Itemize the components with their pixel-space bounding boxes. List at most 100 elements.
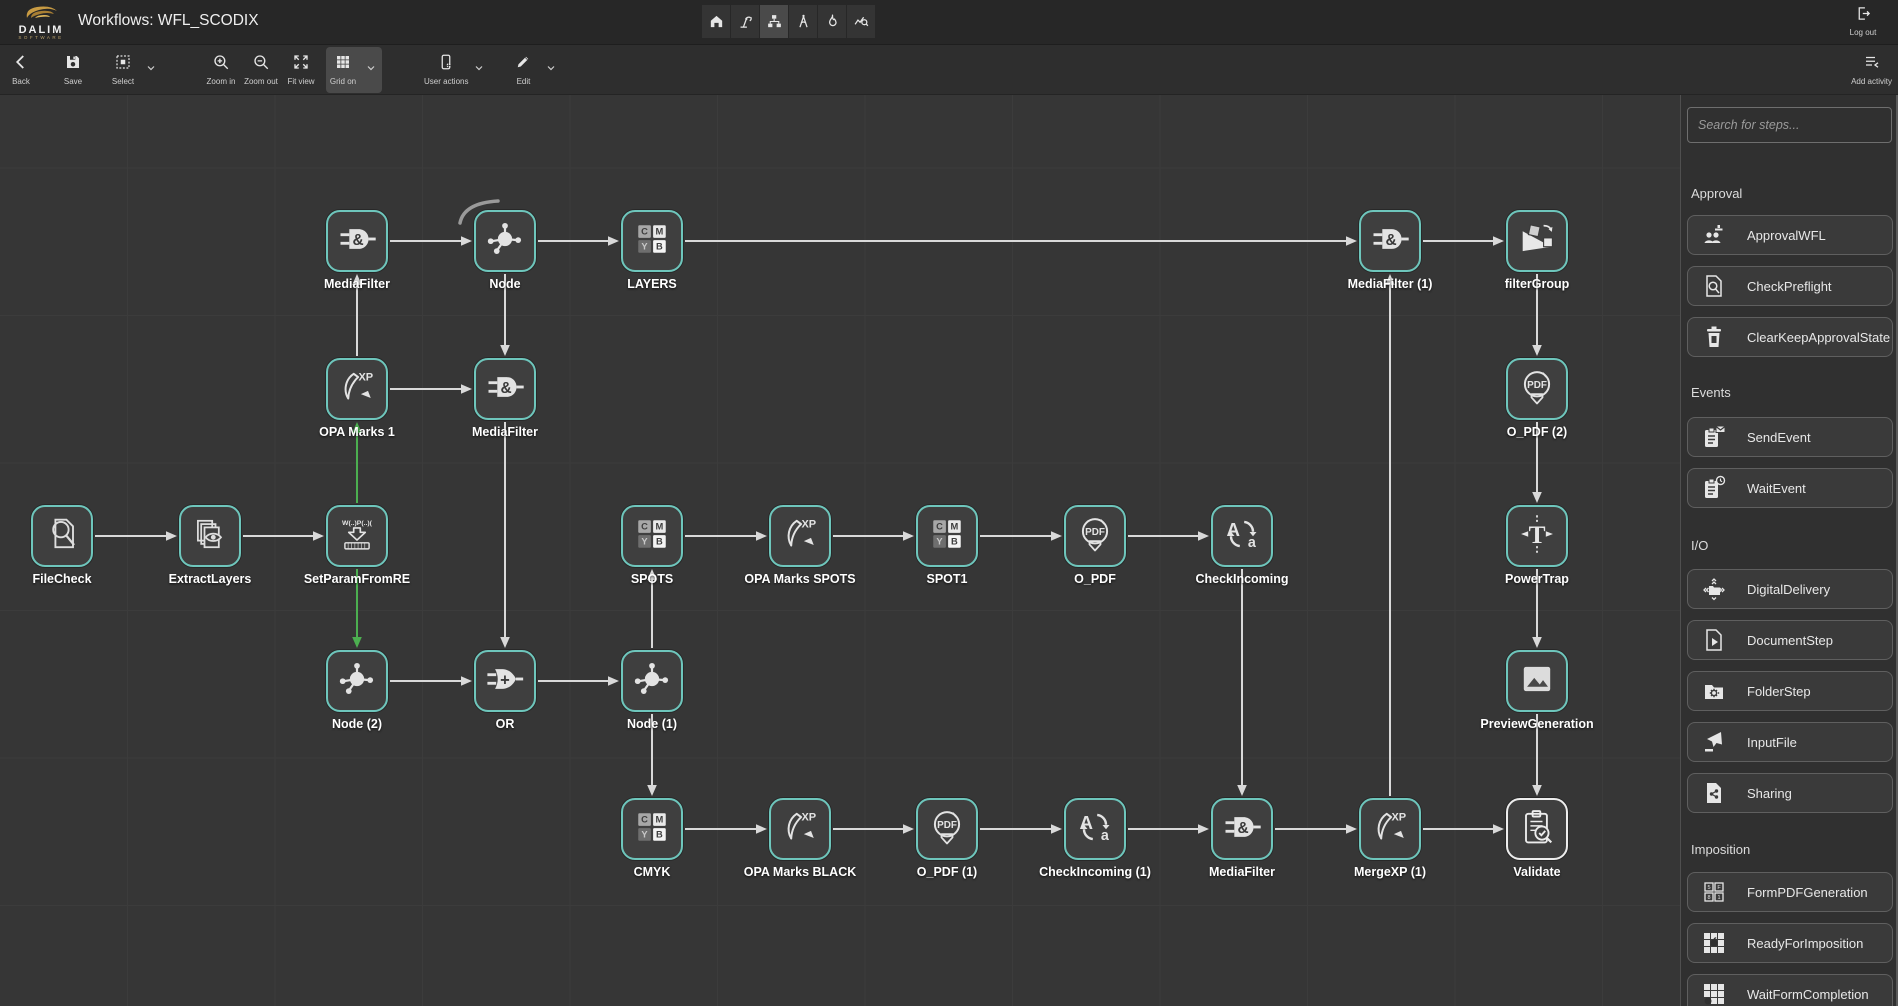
- nav-chart-search-icon[interactable]: [847, 5, 875, 38]
- step-item-waitevent[interactable]: WaitEvent: [1687, 468, 1893, 508]
- svg-text:&: &: [1386, 232, 1397, 249]
- workflow-node-validate[interactable]: [1506, 798, 1568, 860]
- workflow-node-mediafilter[interactable]: &: [326, 210, 388, 272]
- nav-lamp-icon[interactable]: [731, 5, 759, 38]
- workflow-node-mediafilter-1-[interactable]: &: [1359, 210, 1421, 272]
- sharing-icon: [1701, 780, 1727, 806]
- svg-text:&: &: [1238, 820, 1249, 837]
- approval-icon: [1701, 222, 1727, 248]
- workflow-node-or[interactable]: +: [474, 650, 536, 712]
- steps-sidebar: ApprovalApprovalWFLCheckPreflightClearKe…: [1680, 95, 1898, 1006]
- section-title-imposition: Imposition: [1691, 842, 1751, 857]
- step-item-label: CheckPreflight: [1747, 278, 1832, 294]
- add-activity-label: Add activity: [1851, 76, 1892, 86]
- workflow-node-o-pdf-1-[interactable]: PDF: [916, 798, 978, 860]
- step-item-label: DocumentStep: [1747, 632, 1833, 648]
- workflow-node-mediafilter[interactable]: &: [474, 358, 536, 420]
- loose-link-arc: [458, 199, 500, 225]
- grid-on-button[interactable]: Grid on: [326, 48, 360, 92]
- xp-icon: XP: [778, 512, 822, 561]
- step-item-documentstep[interactable]: DocumentStep: [1687, 620, 1893, 660]
- edit-dropdown-chevron[interactable]: [540, 48, 562, 92]
- select-button[interactable]: Select: [106, 48, 140, 92]
- step-item-checkpreflight[interactable]: CheckPreflight: [1687, 266, 1893, 306]
- workflow-node-opa-marks-black[interactable]: XP: [769, 798, 831, 860]
- workflow-node-node-2-[interactable]: [326, 650, 388, 712]
- workflow-node-node[interactable]: [474, 210, 536, 272]
- edit-button[interactable]: Edit: [506, 48, 540, 92]
- step-item-digitaldelivery[interactable]: DigitalDelivery: [1687, 569, 1893, 609]
- documentstep-icon: [1701, 627, 1727, 653]
- step-item-approvalwfl[interactable]: ApprovalWFL: [1687, 215, 1893, 255]
- step-item-clearkeepapprovalstate[interactable]: ClearKeepApprovalState: [1687, 317, 1893, 357]
- workflow-node-o-pdf-2-[interactable]: PDF: [1506, 358, 1568, 420]
- step-item-sendevent[interactable]: SendEvent: [1687, 417, 1893, 457]
- user-actions-dropdown-chevron[interactable]: [468, 48, 490, 92]
- sidebar-scrollbar[interactable]: [1896, 95, 1898, 1006]
- section-title-io: I/O: [1691, 538, 1709, 553]
- add-activity-icon: [1863, 53, 1881, 76]
- user-actions-icon: [437, 53, 455, 76]
- save-button[interactable]: Save: [56, 48, 90, 92]
- zoom-out-button[interactable]: Zoom out: [244, 48, 278, 92]
- folderstep-icon: [1701, 678, 1727, 704]
- workflow-node-powertrap[interactable]: T: [1506, 505, 1568, 567]
- step-item-waitformcompletion[interactable]: WaitFormCompletion: [1687, 974, 1893, 1006]
- nav-flame-icon[interactable]: [818, 5, 846, 38]
- hub-icon: [630, 657, 674, 706]
- svg-text:1: 1: [1717, 895, 1720, 901]
- andgate-icon: &: [335, 217, 379, 266]
- logout-button[interactable]: Log out: [1840, 5, 1886, 37]
- fit-view-button[interactable]: Fit view: [284, 48, 318, 92]
- orgate-icon: +: [483, 657, 527, 706]
- workflow-node-setparamfromre[interactable]: W(..)P(..)(: [326, 505, 388, 567]
- svg-text:T: T: [1529, 520, 1546, 548]
- digitaldelivery-icon: [1701, 576, 1727, 602]
- svg-text:B: B: [656, 536, 663, 546]
- user-actions-button[interactable]: User actions: [424, 48, 468, 92]
- workflow-node-filtergroup[interactable]: [1506, 210, 1568, 272]
- workflow-node-opa-marks-1[interactable]: XP: [326, 358, 388, 420]
- step-item-readyforimposition[interactable]: ReadyForImposition: [1687, 923, 1893, 963]
- select-dropdown-chevron[interactable]: [140, 48, 162, 92]
- save-icon: [64, 53, 82, 76]
- workflow-node-node-1-[interactable]: [621, 650, 683, 712]
- workflow-node-previewgeneration[interactable]: [1506, 650, 1568, 712]
- svg-text:5: 5: [1707, 885, 1710, 891]
- nav-home-icon[interactable]: [702, 5, 730, 38]
- workflow-node-opa-marks-spots[interactable]: XP: [769, 505, 831, 567]
- back-button[interactable]: Back: [4, 48, 38, 92]
- workflow-node-o-pdf[interactable]: PDF: [1064, 505, 1126, 567]
- step-item-folderstep[interactable]: FolderStep: [1687, 671, 1893, 711]
- grid-dropdown-chevron[interactable]: [360, 48, 382, 92]
- edit-icon: [514, 53, 532, 76]
- zoom-in-button[interactable]: Zoom in: [204, 48, 238, 92]
- workflow-node-extractlayers[interactable]: [179, 505, 241, 567]
- workflow-node-mergexp-1-[interactable]: XP: [1359, 798, 1421, 860]
- andgate-icon: &: [1368, 217, 1412, 266]
- workflow-node-mediafilter[interactable]: &: [1211, 798, 1273, 860]
- workflow-node-filecheck[interactable]: [31, 505, 93, 567]
- svg-text:a: a: [1248, 535, 1257, 551]
- step-item-label: WaitEvent: [1747, 480, 1806, 496]
- nav-compass-icon[interactable]: [789, 5, 817, 38]
- svg-text:8: 8: [1707, 895, 1710, 901]
- search-steps-input[interactable]: [1687, 107, 1892, 143]
- nav-workflow-icon[interactable]: [760, 5, 788, 38]
- step-item-sharing[interactable]: Sharing: [1687, 773, 1893, 813]
- chevron-down-icon: [145, 61, 157, 79]
- step-item-inputfile[interactable]: InputFile: [1687, 722, 1893, 762]
- svg-text:PDF: PDF: [1527, 380, 1547, 391]
- add-activity-button[interactable]: Add activity: [1851, 47, 1892, 91]
